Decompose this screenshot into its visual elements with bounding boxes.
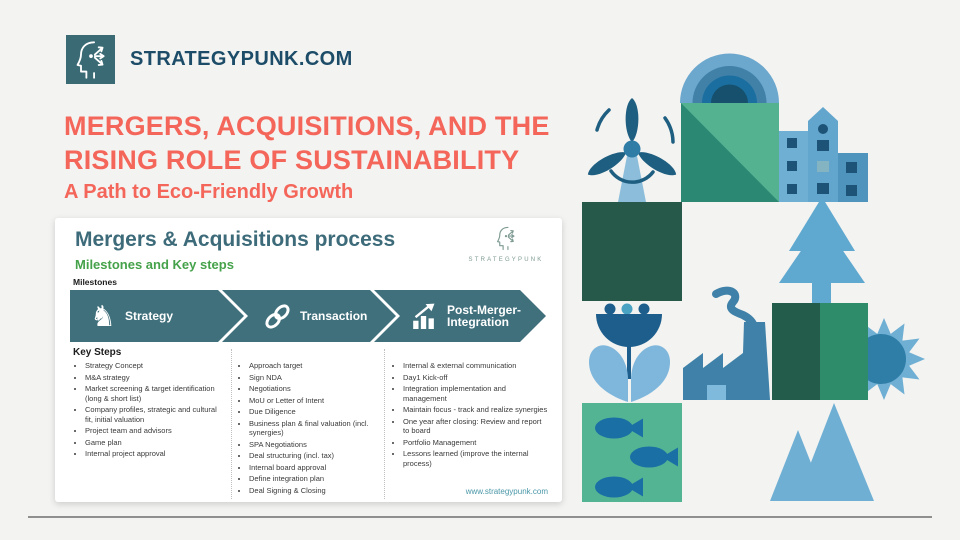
list-item: Sign NDA — [249, 373, 379, 383]
page-subtitle: A Path to Eco-Friendly Growth — [64, 181, 354, 203]
stage-arrow-strategy: ♞ Strategy — [70, 290, 244, 342]
list-item: Due Diligence — [249, 407, 379, 417]
list-item: SPA Negotiations — [249, 440, 379, 450]
slide-subtitle: Milestones and Key steps — [75, 257, 234, 272]
stage-arrow-transaction: Transaction — [222, 290, 396, 342]
list-item: Project team and advisors — [85, 426, 225, 436]
rainbow-arch-icon — [680, 53, 779, 103]
slide-title: Mergers & Acquisitions process — [75, 228, 396, 251]
list-item: Internal & external communication — [403, 361, 549, 371]
stage-label-line2: Integration — [447, 315, 509, 329]
website-url: www.strategypunk.com — [465, 487, 548, 496]
slide-logo: STRATEGYPUNK — [466, 226, 546, 263]
stage-arrow-post-merger: Post-Merger- Integration — [374, 290, 546, 342]
list-item: Game plan — [85, 438, 225, 448]
brand-name: STRATEGYPUNK.COM — [130, 48, 353, 70]
city-buildings-icon — [779, 107, 868, 202]
list-item: MoU or Letter of Intent — [249, 396, 379, 406]
title-line-1: MERGERS, ACQUISITIONS, AND THE — [64, 111, 550, 141]
stage-label: Transaction — [300, 309, 368, 323]
list-item: Approach target — [249, 361, 379, 371]
title-line-2: RISING ROLE OF SUSTAINABILITY — [64, 145, 520, 175]
stage-label: Strategy — [125, 309, 174, 323]
key-steps-column-strategy: Strategy ConceptM&A strategyMarket scree… — [73, 361, 225, 461]
sustainability-illustration — [582, 53, 925, 502]
list-item: Portfolio Management — [403, 438, 549, 448]
chain-icon — [264, 303, 291, 330]
list-item: Deal Signing & Closing — [249, 486, 379, 496]
flower-icon — [589, 303, 670, 402]
list-item: Integration implementation and managemen… — [403, 384, 549, 403]
growth-chart-icon — [412, 303, 438, 329]
head-arrows-icon — [497, 226, 515, 251]
list-item: Business plan & final valuation (incl. s… — [249, 419, 379, 438]
knight-icon: ♞ — [90, 298, 116, 333]
list-item: Define integration plan — [249, 474, 379, 484]
slide-card: Mergers & Acquisitions process Milestone… — [55, 218, 562, 502]
list-item: Negotiations — [249, 384, 379, 394]
list-item: Day1 Kick-off — [403, 373, 549, 383]
sun-icon — [843, 318, 925, 400]
key-steps-column-integration: Internal & external communicationDay1 Ki… — [391, 361, 549, 470]
stage-label: Post-Merger- Integration — [447, 304, 521, 328]
green-square-block — [582, 202, 682, 301]
list-item: Strategy Concept — [85, 361, 225, 371]
milestones-label: Milestones — [73, 277, 117, 287]
column-divider — [384, 349, 385, 499]
wind-turbine-icon — [587, 98, 677, 202]
key-steps-label: Key Steps — [73, 347, 122, 358]
head-arrows-icon — [76, 40, 105, 79]
stage-label-line1: Post-Merger- — [447, 303, 522, 317]
column-divider — [231, 349, 232, 499]
bottom-divider — [28, 516, 932, 518]
list-item: Market screening & target identification… — [85, 384, 225, 403]
list-item: Deal structuring (incl. tax) — [249, 451, 379, 461]
brand-logo — [66, 35, 115, 84]
list-item: Lessons learned (improve the internal pr… — [403, 449, 549, 468]
process-arrows: ♞ Strategy Transaction — [70, 290, 546, 342]
list-item: Company profiles, strategic and cultural… — [85, 405, 225, 424]
mountains-icon — [770, 403, 874, 501]
slide-logo-text: STRATEGYPUNK — [468, 257, 544, 263]
factory-icon — [683, 286, 770, 400]
list-item: One year after closing: Review and repor… — [403, 417, 549, 436]
list-item: Internal board approval — [249, 463, 379, 473]
list-item: M&A strategy — [85, 373, 225, 383]
key-steps-column-transaction: Approach targetSign NDANegotiationsMoU o… — [237, 361, 379, 497]
pine-tree-icon — [779, 197, 865, 303]
page-title: MERGERS, ACQUISITIONS, AND THE RISING RO… — [64, 109, 550, 177]
fish-pond-icon — [582, 403, 682, 502]
list-item: Maintain focus - track and realize syner… — [403, 405, 549, 415]
list-item: Internal project approval — [85, 449, 225, 459]
green-split-square — [772, 303, 868, 400]
eco-building-icon — [681, 103, 779, 202]
